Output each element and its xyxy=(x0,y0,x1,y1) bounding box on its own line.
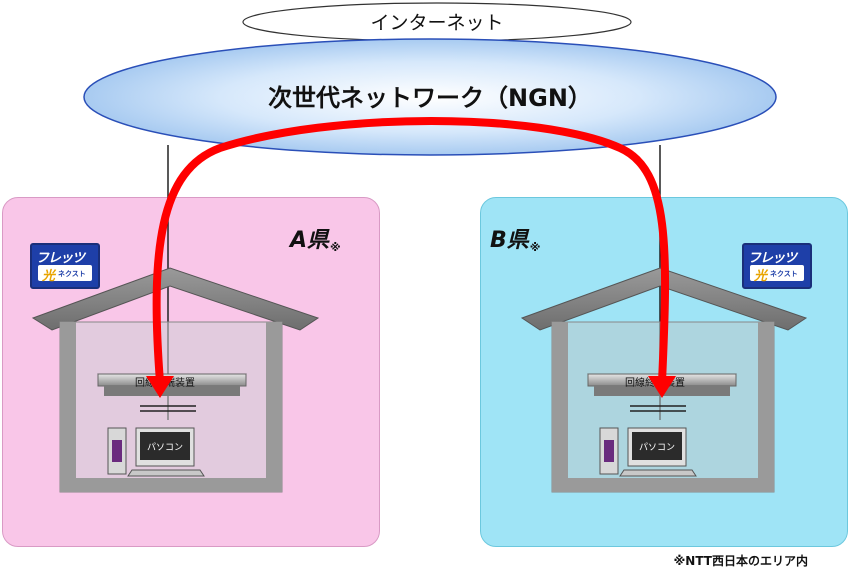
region-b-label: B県※ xyxy=(490,222,540,254)
region-a-mark: ※ xyxy=(330,241,341,254)
badge-a-brand: フレッツ xyxy=(36,251,85,266)
region-a-name: A県 xyxy=(290,228,330,253)
pc-a xyxy=(107,427,205,477)
onu-device-a xyxy=(97,373,247,396)
pc-b xyxy=(599,427,697,477)
pc-label-a: パソコン xyxy=(147,442,183,453)
arrowhead-b xyxy=(648,376,676,398)
ngn-label: 次世代ネットワーク（NGN） xyxy=(268,84,592,112)
badge-b-strip xyxy=(750,265,804,281)
region-b-name: B県 xyxy=(490,228,529,253)
flets-badge-a: フレッツ 光 ネクスト xyxy=(30,243,100,289)
badge-a-hikari: 光 xyxy=(42,269,56,284)
badge-b-hikari: 光 xyxy=(754,269,768,284)
connection-arrow xyxy=(152,117,670,386)
badge-a-strip xyxy=(38,265,92,281)
ngn-cloud xyxy=(83,38,777,156)
region-b-mark: ※ xyxy=(529,241,541,254)
badge-b-brand: フレッツ xyxy=(748,251,797,266)
pc-label-b: パソコン xyxy=(639,442,675,453)
region-a-label: A県※ xyxy=(290,222,341,254)
internet-label: インターネット xyxy=(370,12,503,34)
badge-b-next: ネクスト xyxy=(770,270,798,278)
footnote: ※NTT西日本のエリア内 xyxy=(673,554,808,568)
arrowhead-a xyxy=(146,376,174,398)
flets-badge-b: フレッツ 光 ネクスト xyxy=(742,243,812,289)
badge-a-next: ネクスト xyxy=(58,270,86,278)
